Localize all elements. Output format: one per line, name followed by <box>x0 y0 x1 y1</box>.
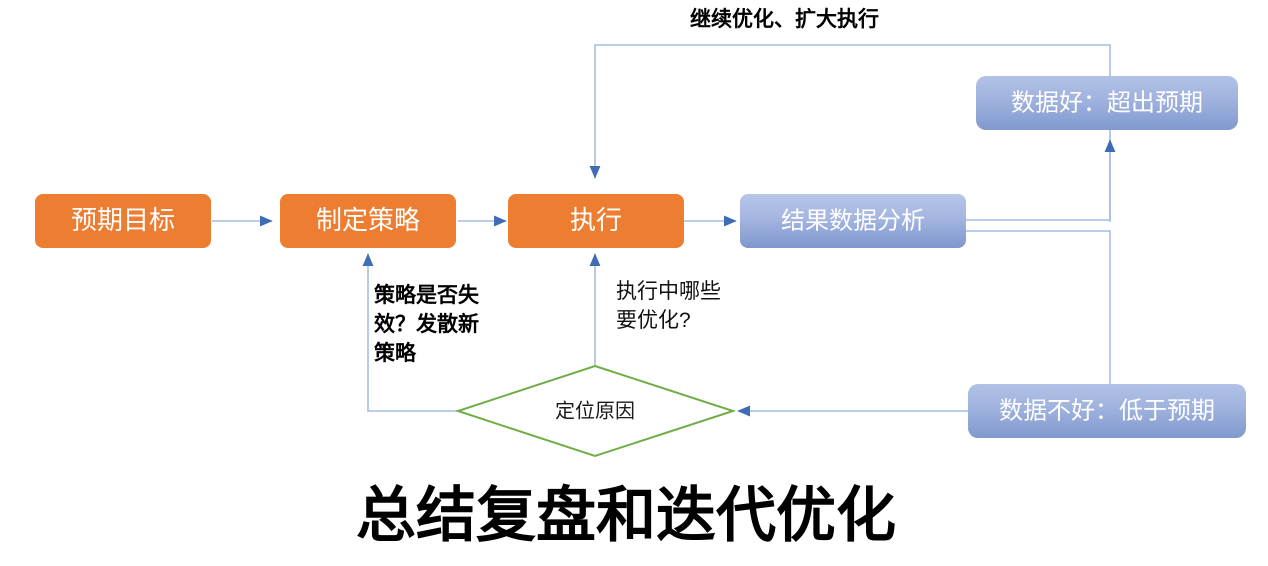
annotation-strategy-note-line1: 策略是否失 <box>374 283 480 307</box>
node-analysis-label: 结果数据分析 <box>781 207 925 234</box>
node-strategy[interactable]: 制定策略 <box>280 194 456 248</box>
node-data-bad-label: 数据不好：低于预期 <box>999 397 1215 424</box>
node-data-bad-shape <box>968 384 1246 438</box>
node-execute-label: 执行 <box>570 205 622 235</box>
node-analysis-shape <box>740 194 966 248</box>
node-locate-cause[interactable]: 定位原因 <box>454 364 737 458</box>
connector-analysis-to-good <box>966 139 1116 221</box>
node-locate-cause-label: 定位原因 <box>555 399 635 422</box>
node-data-good-label: 数据好：超出预期 <box>1011 89 1203 116</box>
annotation-top-label: 继续优化、扩大执行 <box>690 7 879 31</box>
connector-locate-to-strategy <box>362 253 470 412</box>
node-goal-label: 预期目标 <box>71 205 175 235</box>
annotation-strategy-note-line3: 策略 <box>374 341 417 365</box>
node-analysis[interactable]: 结果数据分析 <box>740 194 966 248</box>
node-data-bad[interactable]: 数据不好：低于预期 <box>968 384 1246 438</box>
node-strategy-shape <box>280 194 456 248</box>
annotation-execute-note-line1: 执行中哪些 <box>616 280 721 303</box>
annotation-execute-note: 执行中哪些 要优化? <box>616 280 721 332</box>
node-goal[interactable]: 预期目标 <box>35 194 211 248</box>
annotation-top-label-text: 继续优化、扩大执行 <box>690 7 879 31</box>
connector-analysis-to-bad <box>966 230 1116 403</box>
annotation-strategy-note: 策略是否失 效？发散新 策略 <box>374 283 480 365</box>
node-strategy-label: 制定策略 <box>316 205 420 235</box>
connector-good-to-execute <box>589 44 1111 222</box>
node-data-good[interactable]: 数据好：超出预期 <box>976 76 1238 130</box>
node-goal-shape <box>35 194 211 248</box>
diagram-caption: 总结复盘和迭代优化 <box>356 482 896 549</box>
node-data-good-shape <box>976 76 1238 130</box>
diagram-caption-text: 总结复盘和迭代优化 <box>356 482 896 549</box>
annotation-execute-note-line2: 要优化? <box>616 309 691 332</box>
annotation-strategy-note-line2: 效？发散新 <box>374 312 479 336</box>
node-locate-cause-shape <box>454 364 737 458</box>
node-execute-shape <box>508 194 684 248</box>
node-execute[interactable]: 执行 <box>508 194 684 248</box>
